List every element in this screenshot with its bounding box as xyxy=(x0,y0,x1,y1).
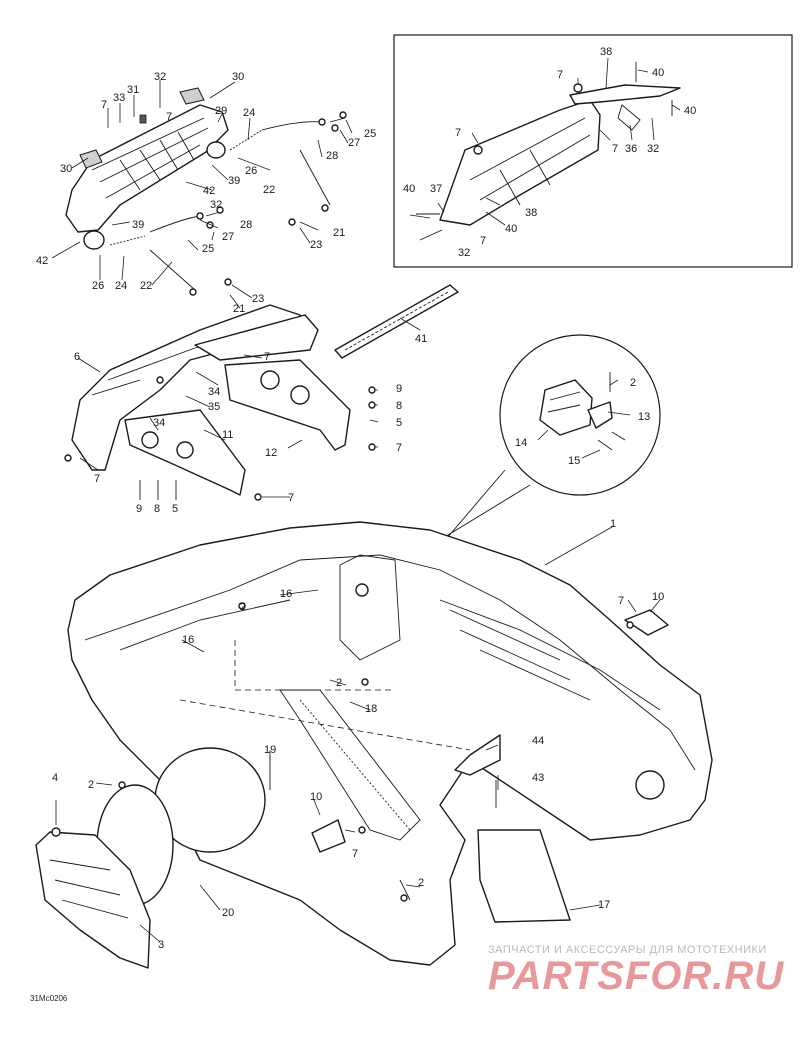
callout-39: 39 xyxy=(132,219,144,231)
callout-29: 29 xyxy=(215,105,227,117)
callout-20: 20 xyxy=(222,907,234,919)
callout-40: 40 xyxy=(403,183,415,195)
callout-27: 27 xyxy=(348,137,360,149)
callout-7: 7 xyxy=(101,99,107,111)
callout-44: 44 xyxy=(532,735,544,747)
callout-2: 2 xyxy=(336,677,342,689)
callout-32: 32 xyxy=(458,247,470,259)
callout-9: 9 xyxy=(136,503,142,515)
callout-40: 40 xyxy=(684,105,696,117)
callout-5: 5 xyxy=(172,503,178,515)
callout-23: 23 xyxy=(310,239,322,251)
callout-28: 28 xyxy=(326,150,338,162)
main-body-tub xyxy=(35,521,713,969)
callout-43: 43 xyxy=(532,772,544,784)
callout-21: 21 xyxy=(233,303,245,315)
callout-4: 4 xyxy=(52,772,58,784)
callout-12: 12 xyxy=(265,447,277,459)
callout-30: 30 xyxy=(232,71,244,83)
callout-30: 30 xyxy=(60,163,72,175)
callout-36: 36 xyxy=(625,143,637,155)
inset-box xyxy=(393,34,793,268)
callout-39: 39 xyxy=(228,175,240,187)
callout-15: 15 xyxy=(568,455,580,467)
callout-24: 24 xyxy=(115,280,127,292)
callout-3: 3 xyxy=(158,939,164,951)
callout-32: 32 xyxy=(154,71,166,83)
detail-circle xyxy=(234,334,661,666)
callout-32: 32 xyxy=(210,199,222,211)
callout-16: 16 xyxy=(280,588,292,600)
callout-7: 7 xyxy=(288,492,294,504)
callout-35: 35 xyxy=(208,401,220,413)
callout-8: 8 xyxy=(154,503,160,515)
callout-18: 18 xyxy=(365,703,377,715)
callout-2: 2 xyxy=(630,377,636,389)
callout-37: 37 xyxy=(430,183,442,195)
callout-5: 5 xyxy=(396,417,402,429)
callout-7: 7 xyxy=(557,69,563,81)
callout-25: 25 xyxy=(364,128,376,140)
callout-9: 9 xyxy=(396,383,402,395)
callout-2: 2 xyxy=(88,779,94,791)
callout-28: 28 xyxy=(240,219,252,231)
callout-7: 7 xyxy=(480,235,486,247)
callout-7: 7 xyxy=(612,143,618,155)
watermark-tagline: ЗАПЧАСТИ И АКСЕССУАРЫ ДЛЯ МОТОТЕХНИКИ xyxy=(488,944,767,956)
callout-7: 7 xyxy=(166,111,172,123)
callout-7: 7 xyxy=(455,127,461,139)
callout-6: 6 xyxy=(74,351,80,363)
callout-13: 13 xyxy=(638,411,650,423)
callout-1: 1 xyxy=(610,518,616,530)
callout-7: 7 xyxy=(94,473,100,485)
callout-21: 21 xyxy=(333,227,345,239)
callout-16: 16 xyxy=(182,634,194,646)
callout-26: 26 xyxy=(92,280,104,292)
callout-27: 27 xyxy=(222,231,234,243)
callout-14: 14 xyxy=(515,437,527,449)
callout-8: 8 xyxy=(396,400,402,412)
callout-32: 32 xyxy=(647,143,659,155)
callout-25: 25 xyxy=(202,243,214,255)
callout-7: 7 xyxy=(352,848,358,860)
callout-38: 38 xyxy=(525,207,537,219)
callout-2: 2 xyxy=(240,601,246,613)
callout-19: 19 xyxy=(264,744,276,756)
callout-10: 10 xyxy=(652,591,664,603)
side-panel-group xyxy=(64,284,459,501)
callout-10: 10 xyxy=(310,791,322,803)
rear-bracket-assembly xyxy=(51,80,353,309)
callout-40: 40 xyxy=(505,223,517,235)
watermark-brand-logo: PARTSFOR.RU xyxy=(488,954,785,998)
callout-2: 2 xyxy=(418,877,424,889)
callout-11: 11 xyxy=(222,429,233,441)
callout-34: 34 xyxy=(153,417,165,429)
callout-41: 41 xyxy=(415,333,427,345)
callout-34: 34 xyxy=(208,386,220,398)
callout-23: 23 xyxy=(252,293,264,305)
callout-24: 24 xyxy=(243,107,255,119)
callout-7: 7 xyxy=(264,351,270,363)
callout-22: 22 xyxy=(140,280,152,292)
callout-42: 42 xyxy=(203,185,215,197)
callout-labels: 32 30 7 33 31 7 29 24 25 27 28 26 30 39 … xyxy=(36,46,696,951)
callout-31: 31 xyxy=(127,84,139,96)
callout-7: 7 xyxy=(618,595,624,607)
callout-33: 33 xyxy=(113,92,125,104)
callout-38: 38 xyxy=(600,46,612,58)
callout-17: 17 xyxy=(598,899,610,911)
callout-7: 7 xyxy=(396,442,402,454)
callout-42: 42 xyxy=(36,255,48,267)
callout-22: 22 xyxy=(263,184,275,196)
callout-26: 26 xyxy=(245,165,257,177)
callout-40: 40 xyxy=(652,67,664,79)
drawing-code: 31Mc0206 xyxy=(30,994,68,1003)
